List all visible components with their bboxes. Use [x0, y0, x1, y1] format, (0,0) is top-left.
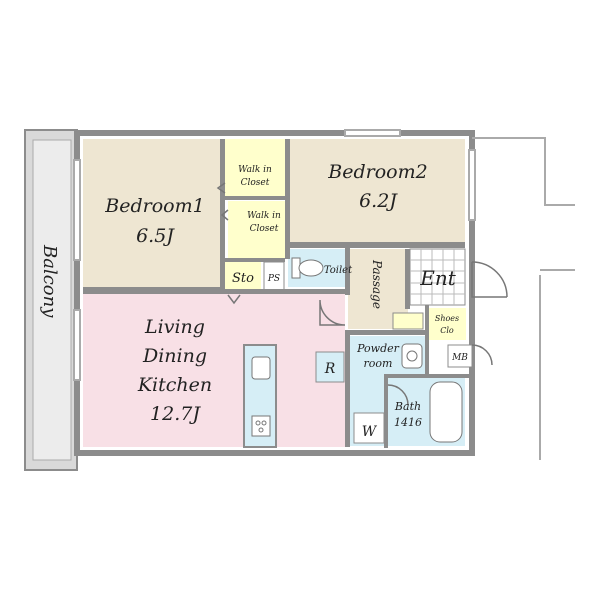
interior-walls [83, 139, 472, 448]
bedroom2-area [290, 139, 465, 242]
bedroom1-name: Bedroom1 [104, 195, 204, 217]
toilet-fixture [291, 257, 324, 279]
kitchen-counter [243, 344, 277, 448]
pipe-space-label: PS [267, 274, 280, 284]
storage-area [225, 262, 261, 290]
refrigerator-label: R [324, 361, 336, 377]
exterior-railing [472, 137, 575, 460]
ldk-line1: Living [144, 316, 205, 338]
ldk-size: 12.7J [150, 403, 201, 425]
entrance-tiles [409, 248, 466, 306]
bedroom2-name: Bedroom2 [327, 161, 427, 183]
walkin1-line2: Closet [241, 178, 270, 188]
balcony-label: Balcony [39, 244, 60, 318]
bedroom1-size: 6.5J [136, 225, 175, 247]
ldk-line3: Kitchen [137, 374, 212, 396]
walkin1-line1: Walk in [238, 165, 272, 175]
passage-label: Passage [370, 259, 384, 309]
storage-label: Sto [232, 271, 254, 286]
storage-marker [227, 294, 241, 305]
toilet-label: Toilet [324, 265, 353, 276]
bath-line2: 1416 [394, 416, 422, 429]
closet-marker-2 [220, 209, 229, 221]
meter-box-area [447, 344, 473, 368]
entrance-label: Ent [419, 266, 456, 290]
walkin2-line2: Closet [250, 224, 279, 234]
ldk-line2: Dining [142, 345, 207, 367]
washer-label: W [362, 424, 378, 440]
meter-box-label: MB [451, 353, 468, 363]
shoes-closet-line1: Shoes [435, 314, 459, 323]
bath-line1: Bath [394, 400, 421, 413]
washer-area [353, 412, 385, 444]
powder-room-line1: Powder [356, 342, 400, 355]
shoes-closet-line2: Clo [440, 326, 454, 335]
walkin-closet-1-area [225, 139, 285, 196]
windows [73, 129, 476, 381]
bedroom1-area [83, 139, 220, 287]
refrigerator-area [315, 351, 345, 383]
powder-room-line2: room [364, 357, 393, 370]
shoes-closet-area [428, 308, 466, 340]
walkin2-line1: Walk in [247, 211, 281, 221]
bedroom2-size: 6.2J [359, 190, 398, 212]
walkin-closet-2-area [228, 201, 285, 259]
closet-marker-1 [216, 182, 226, 194]
doors [319, 261, 508, 406]
